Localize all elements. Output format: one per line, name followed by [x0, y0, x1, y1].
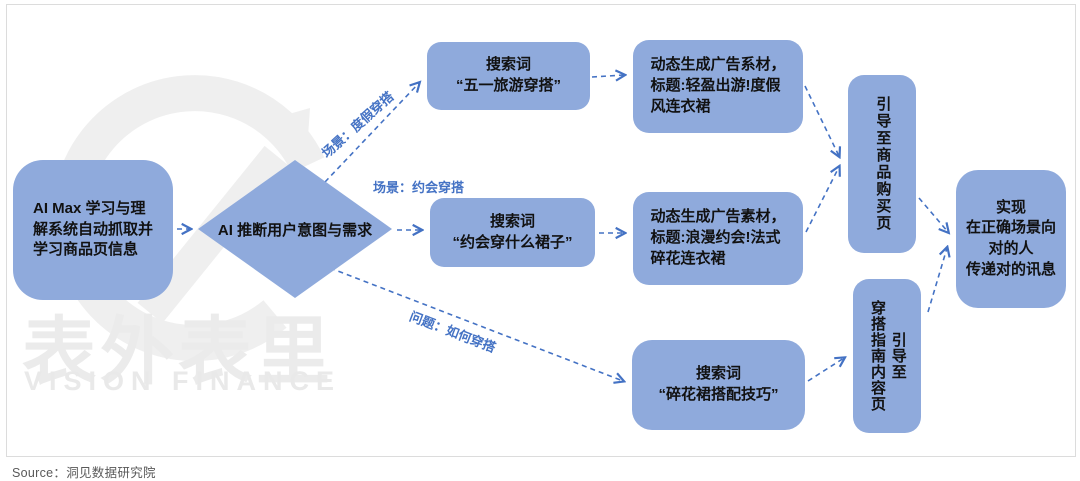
arrow-purchase-page-to-result: [918, 197, 948, 232]
node-guide-content-page: 引导至 穿搭指南内容页: [853, 279, 921, 433]
arrow-ad-date-to-purchase-page: [805, 167, 839, 233]
node-guide-purchase-page: 引导至商品购买页: [848, 75, 916, 253]
arrow-content-page-to-result: [927, 248, 947, 313]
arrow-infer-to-search-vacation: [324, 83, 419, 183]
node-search-term-vacation: 搜索词 “五一旅游穿搭”: [427, 42, 590, 110]
arrow-search-skirt-to-content-page: [807, 358, 844, 382]
arrow-search-vacation-to-ad: [591, 75, 624, 77]
node-result: 实现 在正确场景向 对的人 传递对的讯息: [956, 170, 1066, 308]
node-search-term-date: 搜索词 “约会穿什么裙子”: [430, 198, 595, 267]
watermark-english: VISION FINANCE: [24, 366, 342, 396]
node-ad-material-date: 动态生成广告素材， 标题:浪漫约会!法式 碎花连衣裙: [633, 192, 803, 285]
node-ai-max-learning: AI Max 学习与理 解系统自动抓取并 学习商品页信息: [13, 160, 173, 300]
edge-label-date-outfit: 场景：约会穿搭: [373, 180, 465, 195]
node-search-term-skirt: 搜索词 “碎花裙搭配技巧”: [632, 340, 805, 430]
node-ad-material-vacation: 动态生成广告系材， 标题:轻盈出游!度假 风连衣裙: [633, 40, 803, 133]
arrow-infer-to-search-skirt: [329, 267, 623, 381]
source-attribution: Source：洞见数据研究院: [12, 466, 156, 480]
arrow-ad-vacation-to-purchase-page: [804, 85, 839, 156]
watermark-chinese: 表外表里: [22, 310, 334, 393]
